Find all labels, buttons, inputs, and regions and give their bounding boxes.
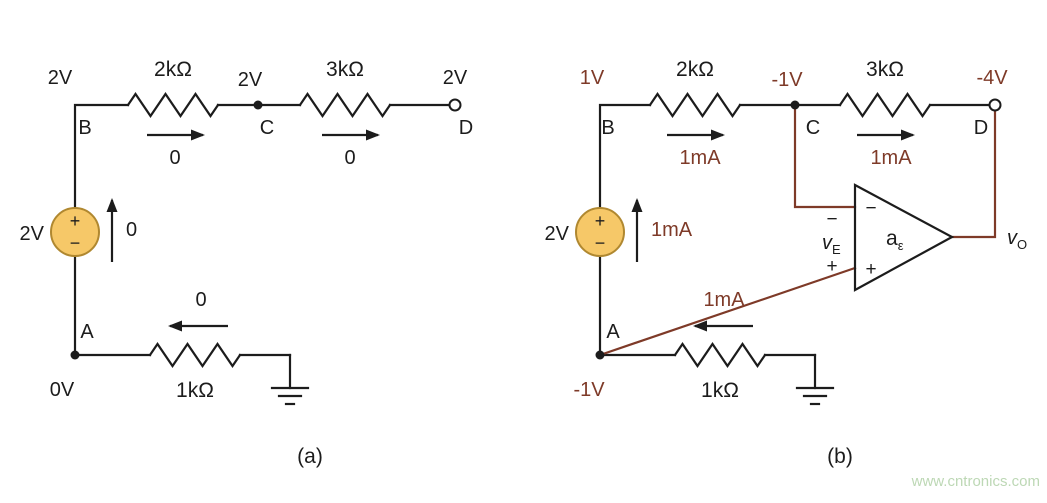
node-c-voltage: -1V (771, 69, 803, 91)
r3-current: 0 (195, 289, 206, 311)
r2-current: 1mA (870, 147, 912, 169)
r2-value: 3kΩ (326, 58, 364, 81)
node-c-voltage: 2V (238, 69, 263, 91)
node-c-dot (253, 100, 263, 110)
node-a-dot (70, 350, 80, 360)
node-a-voltage: -1V (573, 379, 605, 401)
terminal-d-icon (448, 98, 462, 112)
caption-a: (a) (297, 445, 323, 468)
terminal-d-icon (988, 98, 1002, 112)
r1-value: 2kΩ (154, 58, 192, 81)
ground-icon (270, 353, 310, 406)
opamp-gain-label: aε (886, 227, 904, 253)
source-value: 2V (20, 223, 45, 245)
opamp-plus-input-sign: + (865, 259, 876, 280)
output-voltage-sub: O (1017, 237, 1027, 252)
error-voltage-base: v (822, 232, 833, 254)
opamp-plus-wire (598, 266, 857, 357)
resistor-1k-icon (673, 342, 767, 368)
node-d-label: D (459, 117, 473, 139)
opamp-gain-sub: ε (898, 238, 904, 253)
error-voltage-plus-sign: + (826, 256, 837, 277)
source-minus-sign: − (70, 233, 81, 253)
r1-value: 2kΩ (676, 58, 714, 81)
caption-b: (b) (827, 445, 853, 468)
watermark: www.cntronics.com (911, 473, 1040, 490)
node-a-dot (595, 350, 605, 360)
node-b-voltage: 1V (580, 67, 605, 89)
resistor-3k-icon (838, 92, 932, 118)
source-current: 0 (126, 219, 137, 241)
node-a-voltage: 0V (50, 379, 75, 401)
node-a-label: A (80, 321, 94, 343)
opamp-gain-base: a (886, 227, 898, 250)
node-d-voltage: -4V (976, 67, 1008, 89)
opamp-triangle-icon (853, 183, 955, 292)
output-voltage-base: v (1007, 227, 1018, 249)
node-c-dot (790, 100, 800, 110)
node-c-label: C (260, 117, 274, 139)
resistor-1k-icon (148, 342, 242, 368)
node-d-label: D (974, 117, 988, 139)
node-a-label: A (606, 321, 620, 343)
source-value: 2V (545, 223, 570, 245)
error-voltage-label: vE (822, 232, 841, 257)
node-c-label: C (806, 117, 820, 139)
voltage-source-icon (575, 207, 625, 257)
r1-current: 0 (169, 147, 180, 169)
resistor-3k-icon (298, 92, 392, 118)
output-voltage-label: vO (1007, 227, 1027, 252)
r1-current: 1mA (679, 147, 721, 169)
wires-b (598, 103, 991, 357)
ground-icon (795, 353, 835, 406)
source-plus-sign: + (70, 211, 81, 231)
source-minus-sign: − (595, 233, 606, 253)
opamp-minus-input-sign: − (865, 198, 876, 219)
r3-current: 1mA (703, 289, 745, 311)
circuit-b: + − − + aε − vE + vO 1V B 2kΩ 1mA -1V C … (545, 58, 1028, 468)
node-b-voltage: 2V (48, 67, 73, 89)
node-d-voltage: 2V (443, 67, 468, 89)
r3-value: 1kΩ (701, 379, 739, 402)
error-voltage-sub: E (832, 242, 841, 257)
r2-value: 3kΩ (866, 58, 904, 81)
error-voltage-minus-sign: − (826, 209, 837, 230)
node-b-label: B (78, 117, 91, 139)
opamp-output-wire (950, 109, 997, 239)
resistor-2k-icon (648, 92, 742, 118)
opamp-minus-wire (793, 103, 857, 209)
resistor-2k-icon (126, 92, 220, 118)
r2-current: 0 (344, 147, 355, 169)
circuit-a: + − 2V B 2kΩ 0 2V C 3kΩ 0 2V D 2V 0 A 0V… (20, 58, 474, 468)
r3-value: 1kΩ (176, 379, 214, 402)
source-plus-sign: + (595, 211, 606, 231)
node-b-label: B (601, 117, 614, 139)
voltage-source-icon (50, 207, 100, 257)
source-current: 1mA (651, 219, 693, 241)
